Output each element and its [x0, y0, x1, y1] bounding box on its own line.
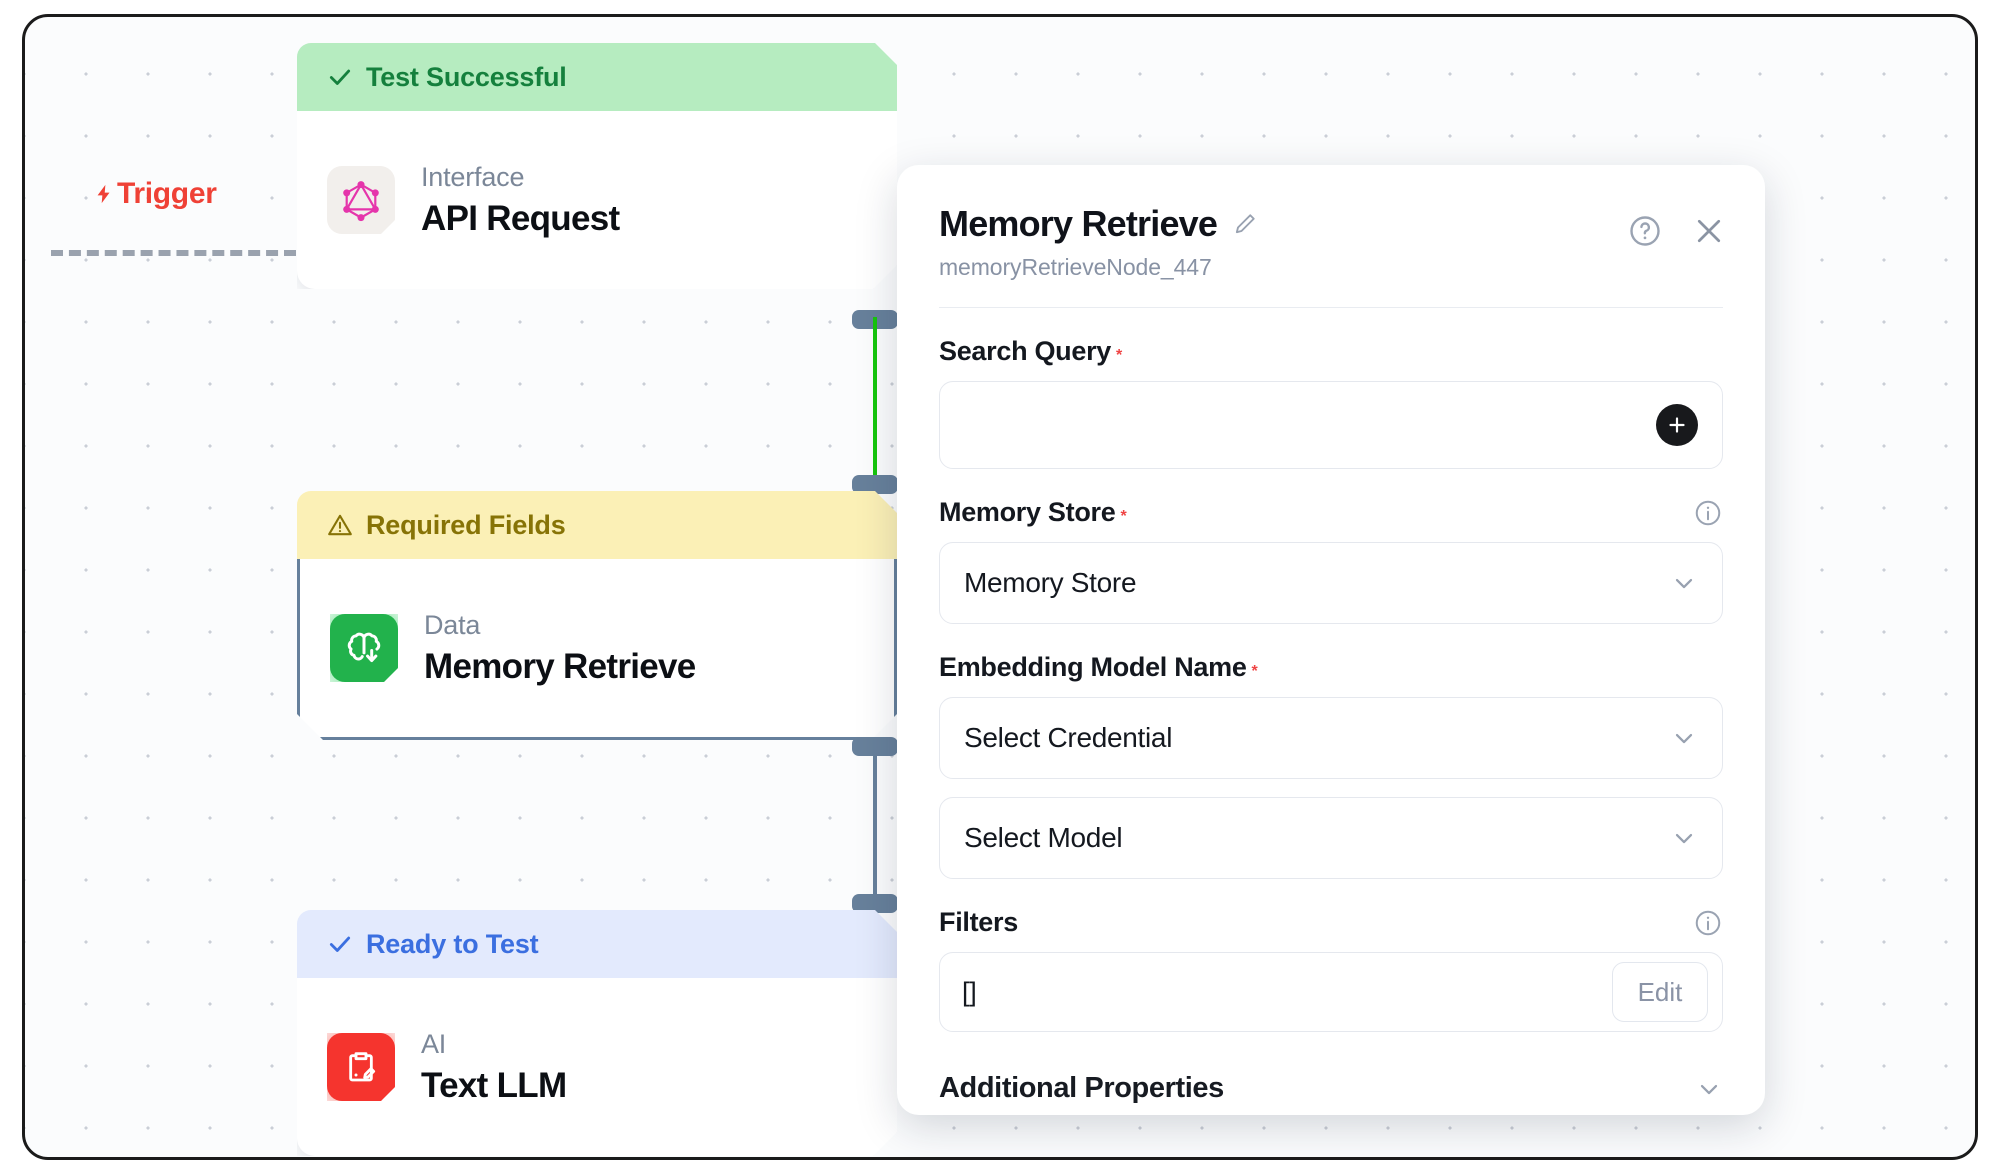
memory-store-select[interactable]: Memory Store [939, 542, 1723, 624]
field-label-row: Memory Store* [939, 497, 1723, 528]
embedding-model-value: Select Model [964, 822, 1123, 853]
graphql-icon [327, 166, 395, 234]
node-status-text: Test Successful [366, 61, 567, 92]
edge-api-to-memory[interactable] [873, 317, 877, 489]
plus-icon[interactable] [1656, 404, 1698, 446]
node-properties-panel[interactable]: Memory Retrieve memoryRetrieveNode_447 [897, 165, 1765, 1115]
field-search-query: Search Query * [939, 336, 1723, 469]
node-card-body[interactable]: Interface API Request [297, 111, 897, 289]
info-circle-icon[interactable] [1693, 498, 1723, 528]
edge-handle-target-2[interactable] [852, 894, 898, 913]
check-icon [327, 931, 353, 957]
chevron-down-icon [1670, 569, 1698, 597]
panel-body: Search Query* Memory Store* [897, 336, 1765, 1105]
node-status-banner-info: Ready to Test [297, 910, 897, 978]
panel-actions [1627, 213, 1727, 249]
chevron-down-icon [1670, 724, 1698, 752]
lightning-bolt-icon [93, 180, 115, 208]
panel-title: Memory Retrieve [939, 203, 1218, 244]
edge-handle-target-1[interactable] [852, 475, 898, 494]
node-category: Data [424, 609, 481, 640]
warning-triangle-icon [327, 512, 353, 538]
field-label: Filters [939, 907, 1018, 937]
required-marker: * [1116, 347, 1123, 364]
required-marker: * [1251, 663, 1258, 680]
edge-memory-to-llm[interactable] [873, 744, 877, 906]
field-label-row: Filters [939, 907, 1723, 938]
chevron-down-icon [1670, 824, 1698, 852]
panel-node-id: memoryRetrieveNode_447 [939, 254, 1212, 280]
field-embedding-model-name: Embedding Model Name* Select Credential … [939, 652, 1723, 879]
filters-edit-button[interactable]: Edit [1612, 962, 1708, 1022]
brain-download-icon [330, 614, 398, 682]
trigger-dashed-line [51, 250, 296, 256]
node-text-group: AI Text LLM [421, 1029, 566, 1106]
field-label-group: Search Query * [939, 336, 1122, 367]
embedding-model-select[interactable]: Select Model [939, 797, 1723, 879]
node-title: Text LLM [421, 1065, 567, 1105]
node-memory-retrieve[interactable]: Required Fields Data Memory Retrieve [297, 491, 897, 740]
node-title: Memory Retrieve [424, 646, 696, 686]
field-label-group: Memory Store* [939, 497, 1127, 528]
node-text-llm[interactable]: Ready to Test AI Text LLM [297, 910, 897, 1156]
field-label-row: Search Query * [939, 336, 1723, 367]
node-card-body[interactable]: AI Text LLM [297, 978, 897, 1156]
field-filters: Filters [] Edit [939, 907, 1723, 1032]
memory-store-value: Memory Store [964, 567, 1137, 598]
node-category: AI [421, 1028, 447, 1059]
node-category: Interface [421, 161, 525, 192]
node-card-body[interactable]: Data Memory Retrieve [297, 559, 897, 740]
workflow-canvas[interactable]: Trigger Test Successful [22, 14, 1978, 1160]
check-icon [327, 64, 353, 90]
panel-divider [939, 307, 1723, 308]
node-status-text: Required Fields [366, 509, 566, 540]
trigger-label[interactable]: Trigger [93, 177, 217, 211]
trigger-text: Trigger [117, 177, 217, 210]
required-marker: * [1120, 508, 1127, 525]
info-circle-icon[interactable] [1693, 908, 1723, 938]
embedding-credential-select[interactable]: Select Credential [939, 697, 1723, 779]
node-text-group: Interface API Request [421, 162, 619, 239]
field-label: Memory Store [939, 497, 1116, 527]
node-api-request[interactable]: Test Successful [297, 43, 897, 289]
search-query-input[interactable] [939, 381, 1723, 469]
node-title: API Request [421, 198, 620, 238]
node-status-banner-success: Test Successful [297, 43, 897, 111]
question-circle-icon[interactable] [1627, 213, 1663, 249]
filters-input[interactable]: [] Edit [939, 952, 1723, 1032]
field-label: Embedding Model Name [939, 652, 1247, 682]
panel-header: Memory Retrieve memoryRetrieveNode_447 [897, 165, 1765, 281]
embedding-credential-value: Select Credential [964, 722, 1173, 753]
field-label: Search Query [939, 336, 1111, 366]
field-memory-store: Memory Store* Memory Store [939, 497, 1723, 624]
node-status-text: Ready to Test [366, 928, 539, 959]
field-label-group: Embedding Model Name* [939, 652, 1258, 683]
node-status-banner-warning: Required Fields [297, 491, 897, 559]
clipboard-pencil-icon [327, 1033, 395, 1101]
chevron-down-icon [1695, 1075, 1723, 1103]
node-text-group: Data Memory Retrieve [424, 610, 696, 687]
node-column: Test Successful [297, 17, 898, 1157]
close-icon[interactable] [1691, 213, 1727, 249]
additional-properties-accordion[interactable]: Additional Properties [939, 1072, 1723, 1105]
additional-properties-label: Additional Properties [939, 1072, 1224, 1104]
filters-value: [] [962, 976, 977, 1007]
pencil-icon[interactable] [1231, 210, 1259, 238]
panel-title-row: Memory Retrieve [939, 203, 1723, 245]
field-label-row: Embedding Model Name* [939, 652, 1723, 683]
